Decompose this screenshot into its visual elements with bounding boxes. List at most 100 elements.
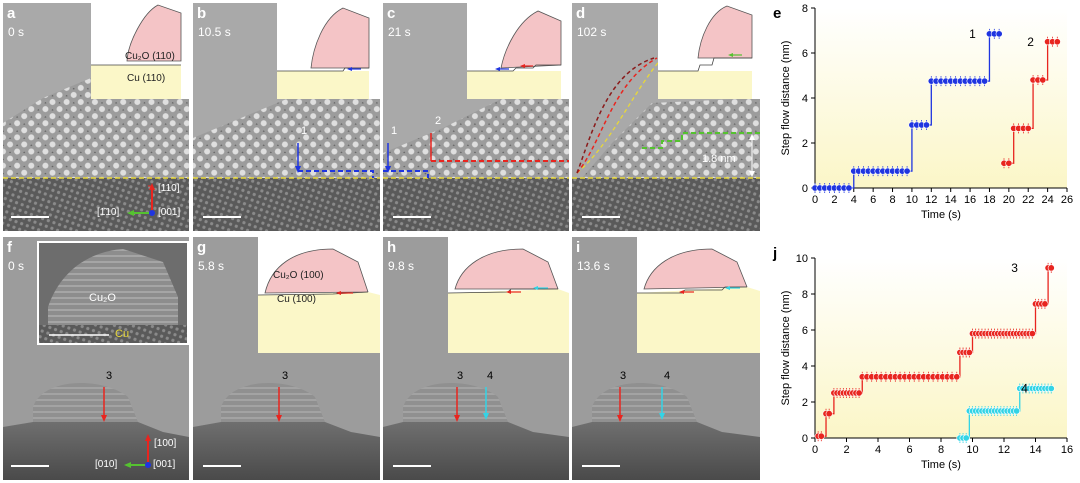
panel-label-c: c bbox=[387, 5, 396, 22]
x-axis-label: Time (s) bbox=[921, 209, 961, 221]
scale-bar-b bbox=[203, 216, 241, 218]
panel-label-d: d bbox=[576, 5, 586, 22]
panel-label-b: b bbox=[197, 5, 207, 22]
x-axis-label: Time (s) bbox=[921, 459, 961, 471]
data-point bbox=[995, 30, 1003, 38]
tem-panel-a: a 0 s Cu₂O (110) Cu (110) [110] [1̄10] [… bbox=[3, 3, 189, 231]
cu-100-label: Cu (100) bbox=[277, 294, 316, 305]
x-tick-label: 26 bbox=[1061, 194, 1073, 206]
tem-image-f bbox=[3, 237, 189, 480]
data-point bbox=[965, 349, 973, 357]
y-tick-label: 4 bbox=[802, 361, 808, 373]
inset-cu2o-label: Cu₂O bbox=[89, 292, 116, 304]
tem-image-b bbox=[193, 3, 380, 231]
series-label-3: 3 bbox=[1011, 261, 1018, 275]
y-tick-label: 8 bbox=[802, 3, 808, 15]
y-axis-label: Step flow distance (nm) bbox=[780, 291, 792, 406]
y-tick-label: 0 bbox=[802, 183, 808, 195]
panel-label-g: g bbox=[197, 239, 207, 256]
x-tick-label: 2 bbox=[843, 444, 849, 456]
x-tick-label: 4 bbox=[851, 194, 857, 206]
data-point bbox=[962, 434, 970, 442]
x-tick-label: 2 bbox=[831, 194, 837, 206]
x-tick-label: 18 bbox=[983, 194, 995, 206]
series-label-4: 4 bbox=[1021, 382, 1028, 396]
y-tick-label: 6 bbox=[802, 48, 808, 60]
scale-bar-i bbox=[582, 465, 620, 467]
data-point bbox=[1053, 38, 1061, 46]
panel-time-b: 10.5 s bbox=[198, 25, 231, 39]
panel-time-f: 0 s bbox=[8, 259, 25, 273]
step-label-3-f: 3 bbox=[106, 370, 113, 382]
data-point bbox=[1047, 385, 1055, 393]
x-tick-label: 14 bbox=[945, 194, 957, 206]
y-tick-label: 6 bbox=[802, 325, 808, 337]
data-point bbox=[855, 389, 863, 397]
tem-image-a bbox=[3, 3, 189, 231]
tem-image-c bbox=[383, 3, 569, 231]
scale-bar-d bbox=[582, 216, 620, 218]
tem-panel-c: c 21 s 1 2 bbox=[383, 3, 569, 231]
data-point bbox=[1041, 300, 1049, 308]
panel-label-h: h bbox=[387, 239, 397, 256]
scale-bar-f bbox=[11, 465, 49, 467]
series-label-1: 1 bbox=[969, 27, 976, 41]
plot-area bbox=[815, 258, 1067, 438]
data-point bbox=[845, 184, 853, 192]
cu2o-100-label: Cu₂O (100) bbox=[273, 270, 324, 281]
step-label-3-i: 3 bbox=[620, 370, 627, 382]
x-tick-label: 16 bbox=[964, 194, 976, 206]
data-point bbox=[1039, 76, 1047, 84]
step-label-3-h: 3 bbox=[457, 370, 464, 382]
data-point bbox=[953, 373, 961, 381]
x-tick-label: 22 bbox=[1022, 194, 1034, 206]
data-point bbox=[825, 410, 833, 418]
x-tick-label: 16 bbox=[1061, 444, 1073, 456]
panel-label-a: a bbox=[7, 5, 16, 22]
data-point bbox=[903, 167, 911, 175]
tem-panel-i: i 13.6 s 3 4 bbox=[572, 237, 760, 480]
inset-cu-label: Cu bbox=[115, 328, 130, 340]
y-tick-label: 8 bbox=[802, 289, 808, 301]
series-label-2: 2 bbox=[1027, 35, 1034, 49]
panel-time-c: 21 s bbox=[388, 25, 411, 39]
data-point bbox=[1047, 264, 1055, 272]
x-tick-label: 4 bbox=[875, 444, 881, 456]
scale-bar-h bbox=[393, 465, 431, 467]
x-tick-label: 6 bbox=[906, 444, 912, 456]
panel-time-a: 0 s bbox=[8, 25, 25, 39]
step-label-1-b: 1 bbox=[301, 125, 308, 137]
x-tick-label: 12 bbox=[998, 444, 1010, 456]
tem-image-d bbox=[572, 3, 760, 231]
data-point bbox=[1028, 330, 1036, 338]
step-label-3-g: 3 bbox=[282, 370, 289, 382]
y-tick-label: 4 bbox=[802, 93, 808, 105]
tem-image-h bbox=[383, 237, 569, 480]
cu2o-110-label: Cu₂O (110) bbox=[125, 51, 175, 62]
data-point bbox=[817, 432, 825, 440]
panel-label-i: i bbox=[576, 239, 581, 256]
x-tick-label: 10 bbox=[966, 444, 978, 456]
x-tick-label: 0 bbox=[812, 444, 818, 456]
x-tick-label: 12 bbox=[925, 194, 937, 206]
chart-panel-label: e bbox=[773, 5, 781, 22]
step-label-2-c: 2 bbox=[435, 115, 442, 127]
data-point bbox=[922, 121, 930, 129]
tem-panel-h: h 9.8 s 3 4 bbox=[383, 237, 569, 480]
data-point bbox=[1013, 407, 1021, 415]
plot-area bbox=[815, 8, 1067, 188]
x-tick-label: 24 bbox=[1041, 194, 1053, 206]
cu-110-label: Cu (110) bbox=[127, 73, 166, 84]
x-tick-label: 10 bbox=[906, 194, 918, 206]
x-tick-label: 6 bbox=[870, 194, 876, 206]
panel-time-h: 9.8 s bbox=[388, 259, 415, 273]
x-tick-label: 14 bbox=[1029, 444, 1041, 456]
step-height-label: 1.8 nm bbox=[702, 153, 736, 165]
scale-bar-a bbox=[11, 216, 49, 218]
panel-label-f: f bbox=[7, 239, 12, 256]
axis-label-110-up: [110] bbox=[158, 183, 180, 194]
